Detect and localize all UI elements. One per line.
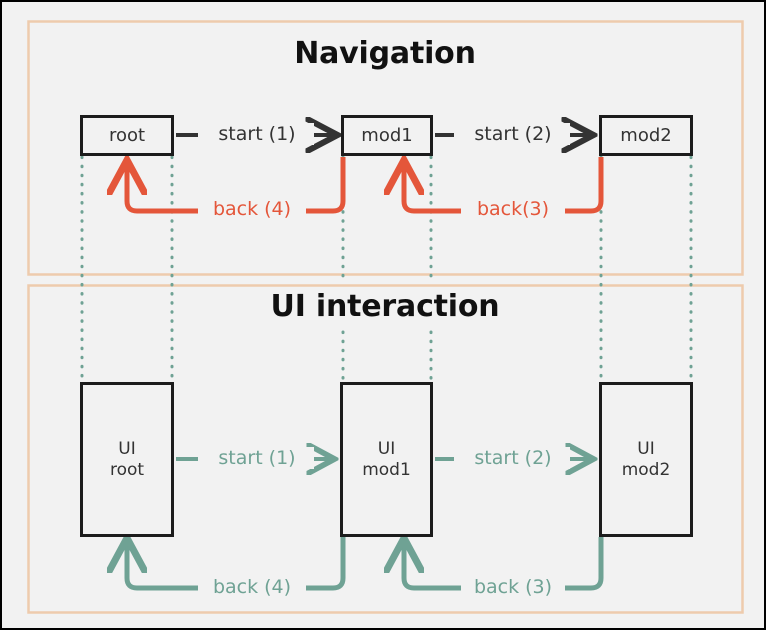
- node-ui-mod2-label-line2: mod2: [621, 459, 671, 480]
- panel-frame-ui-interaction: [27, 284, 744, 614]
- ui-back-edge-3-right: [557, 537, 604, 591]
- ui-edge-label-back-3: back (3): [461, 576, 565, 598]
- ui-back-edge-4-right: [298, 537, 346, 591]
- node-ui-root-label-line2: root: [109, 459, 145, 480]
- ui-edge-label-back-4: back (4): [198, 576, 306, 598]
- node-mod2-label: mod2: [620, 124, 672, 146]
- node-mod2[interactable]: mod2: [599, 115, 693, 156]
- node-ui-mod1[interactable]: UI mod1: [340, 382, 433, 537]
- node-ui-mod1-label: UI mod1: [362, 439, 411, 479]
- ui-back-edge-4-left: [127, 540, 198, 591]
- nav-back-edge-3-left: [404, 162, 462, 214]
- nav-edge-label-back-3: back(3): [461, 198, 565, 220]
- node-ui-root[interactable]: UI root: [80, 382, 174, 537]
- node-ui-root-label-line1: UI: [118, 439, 136, 460]
- node-root-label: root: [108, 124, 146, 146]
- nav-back-edge-4-left: [127, 162, 198, 214]
- node-ui-mod2[interactable]: UI mod2: [599, 382, 693, 537]
- ui-back-edge-3-left: [404, 540, 462, 591]
- ui-edge-label-start-2: start (2): [456, 447, 570, 469]
- panel-frame-navigation: [27, 20, 744, 276]
- nav-edge-label-start-2: start (2): [456, 123, 570, 145]
- node-ui-mod1-label-line1: UI: [377, 439, 396, 460]
- node-ui-mod2-label: UI mod2: [622, 439, 671, 479]
- panel-title-navigation: Navigation: [294, 36, 476, 71]
- nav-edge-label-start-1: start (1): [200, 123, 314, 145]
- nav-edge-label-back-4: back (4): [198, 198, 306, 220]
- nav-back-edge-4-right: [298, 157, 346, 214]
- node-root[interactable]: root: [80, 115, 174, 156]
- node-ui-root-label: UI root: [110, 439, 144, 479]
- node-mod1-label: mod1: [361, 124, 413, 146]
- node-ui-mod2-label-line1: UI: [637, 439, 655, 460]
- node-mod1[interactable]: mod1: [341, 115, 433, 156]
- ui-back-edges: [127, 537, 604, 591]
- panel-title-ui-interaction: UI interaction: [270, 289, 500, 324]
- nav-back-edge-3-right: [557, 157, 604, 214]
- node-ui-mod1-label-line2: mod1: [362, 459, 411, 480]
- ui-edge-label-start-1: start (1): [200, 447, 314, 469]
- nav-back-edges: [127, 157, 604, 214]
